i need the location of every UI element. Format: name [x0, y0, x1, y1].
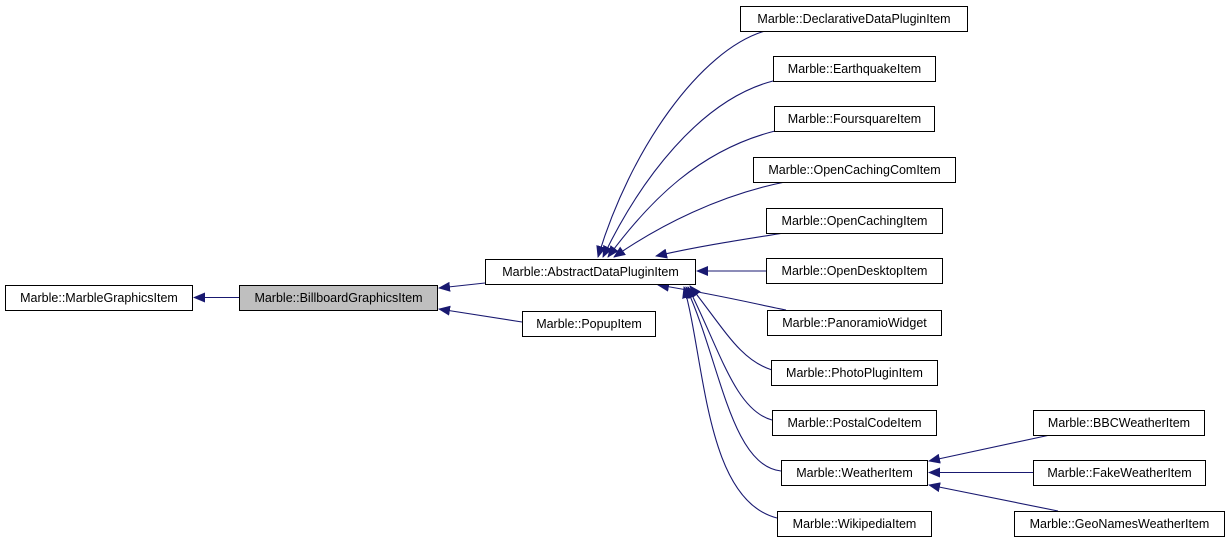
class-node-label: Marble::PostalCodeItem — [787, 416, 921, 430]
class-node-label: Marble::FakeWeatherItem — [1047, 466, 1191, 480]
inheritance-edge-declarative-to-abstractdata — [596, 30, 766, 258]
inheritance-edge-popup-to-billboard — [438, 305, 523, 323]
class-node-photoplugin[interactable]: Marble::PhotoPluginItem — [771, 360, 938, 386]
inheritance-edge-foursquare-to-abstractdata — [607, 130, 776, 258]
class-node-label: Marble::FoursquareItem — [788, 112, 921, 126]
class-node-foursquare[interactable]: Marble::FoursquareItem — [774, 106, 935, 132]
class-node-opencaching[interactable]: Marble::OpenCachingItem — [766, 208, 943, 234]
class-node-label: Marble::AbstractDataPluginItem — [502, 265, 678, 279]
class-node-box[interactable] — [239, 285, 438, 311]
inheritance-edge-earthquake-to-abstractdata — [602, 80, 774, 258]
class-node-weather[interactable]: Marble::WeatherItem — [781, 460, 928, 486]
class-node-abstractdata[interactable]: Marble::AbstractDataPluginItem — [485, 259, 696, 285]
class-node-label: Marble::MarbleGraphicsItem — [20, 291, 178, 305]
class-node-label: Marble::GeoNamesWeatherItem — [1030, 517, 1210, 531]
class-node-declarative[interactable]: Marble::DeclarativeDataPluginItem — [740, 6, 968, 32]
class-node-box[interactable] — [777, 511, 932, 537]
inheritance-edge-photoplugin-to-abstractdata — [689, 285, 773, 371]
inheritance-edge-panoramio-to-abstractdata — [657, 281, 787, 311]
class-node-box[interactable] — [773, 56, 936, 82]
class-node-label: Marble::OpenDesktopItem — [782, 264, 928, 278]
class-node-opendesktop[interactable]: Marble::OpenDesktopItem — [766, 258, 943, 284]
class-node-opencachingcom[interactable]: Marble::OpenCachingComItem — [753, 157, 956, 183]
class-node-fakeweather[interactable]: Marble::FakeWeatherItem — [1033, 460, 1206, 486]
class-node-box[interactable] — [771, 360, 938, 386]
nodes-layer: Marble::MarbleGraphicsItem Marble::Billbo… — [5, 6, 1225, 537]
class-node-box[interactable] — [766, 258, 943, 284]
class-node-box[interactable] — [767, 310, 942, 336]
class-node-box[interactable] — [740, 6, 968, 32]
class-node-box[interactable] — [781, 460, 928, 486]
class-node-box[interactable] — [1014, 511, 1225, 537]
class-node-bbcweather[interactable]: Marble::BBCWeatherItem — [1033, 410, 1205, 436]
inheritance-edge-bbcweather-to-weather — [928, 434, 1051, 464]
inheritance-edge-geonamesweather-to-weather — [928, 482, 1059, 512]
class-node-marblegraphics[interactable]: Marble::MarbleGraphicsItem — [5, 285, 193, 311]
class-node-label: Marble::OpenCachingComItem — [768, 163, 940, 177]
class-node-wikipedia[interactable]: Marble::WikipediaItem — [777, 511, 932, 537]
class-node-popup[interactable]: Marble::PopupItem — [522, 311, 656, 337]
class-node-box[interactable] — [766, 208, 943, 234]
class-node-label: Marble::PhotoPluginItem — [786, 366, 923, 380]
class-node-label: Marble::BBCWeatherItem — [1048, 416, 1190, 430]
class-node-label: Marble::OpenCachingItem — [782, 214, 928, 228]
inheritance-edge-wikipedia-to-abstractdata — [682, 286, 778, 519]
class-node-box[interactable] — [1033, 460, 1206, 486]
class-node-box[interactable] — [485, 259, 696, 285]
inheritance-edge-opencachingcom-to-abstractdata — [613, 181, 786, 258]
class-node-box[interactable] — [753, 157, 956, 183]
inheritance-edge-postalcode-to-abstractdata — [687, 286, 773, 421]
class-node-billboard[interactable]: Marble::BillboardGraphicsItem — [239, 285, 438, 311]
class-node-label: Marble::EarthquakeItem — [788, 62, 921, 76]
class-node-box[interactable] — [1033, 410, 1205, 436]
class-node-earthquake[interactable]: Marble::EarthquakeItem — [773, 56, 936, 82]
class-node-postalcode[interactable]: Marble::PostalCodeItem — [772, 410, 937, 436]
class-node-box[interactable] — [774, 106, 935, 132]
class-node-label: Marble::WeatherItem — [796, 466, 912, 480]
class-node-label: Marble::DeclarativeDataPluginItem — [757, 12, 950, 26]
inheritance-edge-weather-to-abstractdata — [685, 286, 782, 472]
inheritance-edge-opencaching-to-abstractdata — [655, 232, 785, 259]
class-node-label: Marble::WikipediaItem — [793, 517, 917, 531]
class-node-box[interactable] — [522, 311, 656, 337]
class-node-box[interactable] — [772, 410, 937, 436]
class-node-label: Marble::BillboardGraphicsItem — [254, 291, 422, 305]
class-node-panoramio[interactable]: Marble::PanoramioWidget — [767, 310, 942, 336]
class-node-label: Marble::PanoramioWidget — [782, 316, 927, 330]
class-node-box[interactable] — [5, 285, 193, 311]
edges-layer — [193, 30, 1059, 519]
class-node-label: Marble::PopupItem — [536, 317, 642, 331]
class-node-geonamesweather[interactable]: Marble::GeoNamesWeatherItem — [1014, 511, 1225, 537]
inheritance-edge-abstractdata-to-billboard — [438, 281, 486, 292]
